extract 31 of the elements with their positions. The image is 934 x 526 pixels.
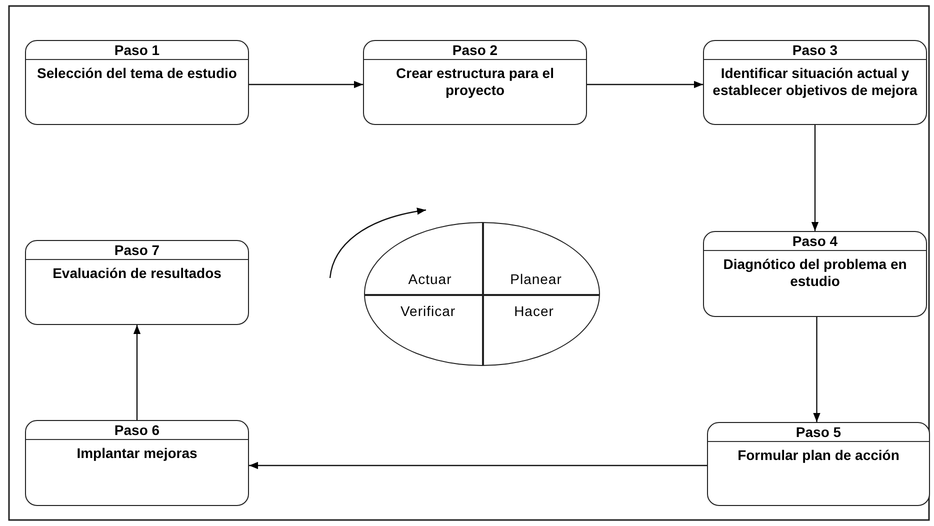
quadrant-label: Hacer	[514, 303, 554, 319]
step-box	[25, 420, 249, 506]
arrow	[813, 317, 820, 422]
step-title: Paso 7	[26, 241, 248, 260]
arrow	[249, 462, 707, 470]
step-title: Paso 2	[364, 41, 586, 60]
step-description: Selección del tema de estudio	[36, 65, 238, 82]
step-description: Identificar situación actual y establecer objetivos de mejora	[712, 65, 918, 99]
step-description: Evaluación de resultados	[52, 265, 222, 282]
step-box	[707, 422, 930, 506]
step-box	[703, 231, 927, 317]
step-title: Paso 3	[704, 41, 926, 60]
step-box	[25, 240, 249, 325]
step-description: Crear estructura para el proyecto	[395, 65, 555, 99]
step-box	[25, 40, 249, 125]
step-description: Diagnótico del problema en estudio	[722, 256, 908, 290]
step-title: Paso 4	[704, 232, 926, 251]
quadrant-label: Verificar	[400, 303, 456, 319]
arrow	[133, 325, 141, 420]
step-description: Implantar mejoras	[76, 445, 198, 462]
step-title: Paso 1	[26, 41, 248, 60]
arrow	[811, 125, 819, 231]
step-box	[363, 40, 587, 125]
step-box	[703, 40, 927, 125]
step-description: Formular plan de acción	[736, 447, 900, 464]
arrow	[249, 80, 363, 88]
arrow	[587, 80, 703, 88]
step-title: Paso 5	[708, 423, 929, 442]
quadrant-label: Actuar	[408, 271, 452, 287]
quadrant-label: Planear	[510, 271, 562, 287]
step-title: Paso 6	[26, 421, 248, 440]
